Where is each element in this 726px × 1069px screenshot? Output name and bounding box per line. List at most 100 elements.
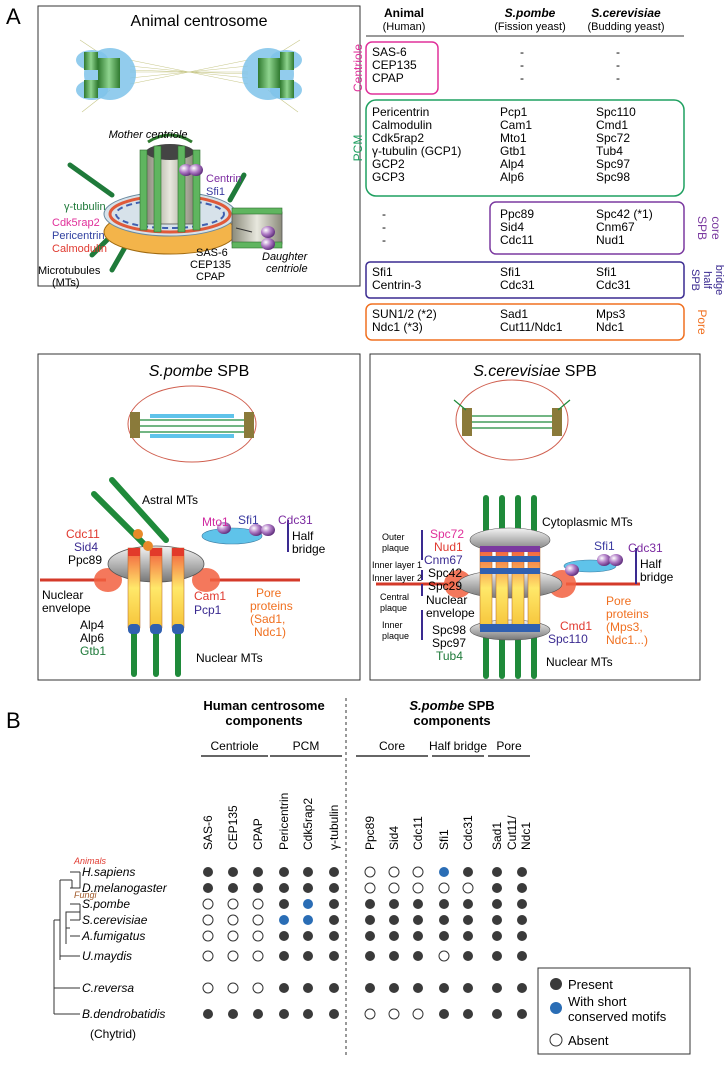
pcm-row-2-col-2: Spc72 — [596, 131, 630, 145]
presence-dot-2-7 — [389, 899, 399, 909]
presence-dot-3-3 — [279, 915, 289, 925]
pcm-row-0-col-2: Spc110 — [596, 105, 636, 119]
pombe-sfi1-label: Sfi1 — [238, 513, 259, 527]
legend: Present With short conserved motifs Abse… — [537, 967, 691, 1055]
presence-dot-6-3 — [279, 983, 289, 993]
pombe-gtb1-label: Gtb1 — [80, 644, 106, 658]
column-header-5: γ-tubulin — [327, 805, 341, 850]
column-header-1: CEP135 — [226, 805, 240, 850]
core-row-1-col-1: Sid4 — [500, 220, 524, 234]
species-labels: H.sapiensD.melanogasterS.pombeS.cerevisi… — [81, 865, 168, 1021]
cerevisiae-spc72-label: Spc72 — [430, 527, 464, 541]
presence-dot-1-11 — [492, 883, 502, 893]
centriole-row-0-col-0: SAS-6 — [372, 45, 407, 59]
presence-dot-7-7 — [388, 1008, 400, 1020]
pombe-alp4-label: Alp4 — [80, 618, 104, 632]
column-header-3: Pericentrin — [277, 793, 291, 850]
sas6-label: SAS-6 — [196, 247, 228, 259]
header-pombe-sub: (Fission yeast) — [494, 21, 566, 33]
group-label-4: Pore — [496, 739, 522, 753]
group-label-3: Half bridge — [429, 739, 487, 753]
presence-dot-4-0 — [202, 930, 214, 942]
presence-dot-4-10 — [463, 931, 473, 941]
pombe-components-title-2: components — [413, 713, 490, 728]
pore-group-label: Pore — [695, 309, 709, 335]
cerevisiae-ne-label-1: Nuclear — [426, 593, 467, 607]
core-group-label-2: core — [709, 216, 723, 240]
presence-dot-3-1 — [227, 914, 239, 926]
cerevisiae-cyto-label: Cytoplasmic MTs — [542, 515, 633, 529]
header-animal-sub: (Human) — [383, 21, 426, 33]
presence-dot-5-10 — [463, 951, 473, 961]
presence-dot-5-6 — [365, 951, 375, 961]
centriole-row-2-col-2: - — [616, 71, 620, 85]
column-header-10: Cdc31 — [461, 815, 475, 850]
pombe-nuclear-mts-label: Nuclear MTs — [196, 651, 263, 665]
clade-animals-label: Animals — [73, 856, 107, 866]
presence-dot-7-3 — [279, 1009, 289, 1019]
cerevisiae-nuclear-mts-label: Nuclear MTs — [546, 655, 613, 669]
pcm-row-5-col-1: Alp6 — [500, 170, 524, 184]
presence-dot-6-7 — [389, 983, 399, 993]
presence-dot-1-1 — [228, 883, 238, 893]
presence-dot-0-6 — [364, 866, 376, 878]
microtubules-label-2: (MTs) — [52, 277, 80, 289]
centriole-rows: SAS-6--CEP135--CPAP-- — [372, 45, 620, 85]
header-cerevisiae-sub: (Budding yeast) — [587, 21, 664, 33]
species-label-1: D.melanogaster — [82, 881, 168, 895]
pcm-row-2-col-1: Mto1 — [500, 131, 527, 145]
centriole-row-0-col-1: - — [520, 45, 524, 59]
core-group-box — [489, 201, 685, 255]
presence-dot-3-6 — [365, 915, 375, 925]
presence-dot-3-10 — [463, 915, 473, 925]
cerevisiae-spb-illustration — [376, 495, 640, 679]
cerevisiae-innerp-label-2: plaque — [382, 631, 409, 641]
animal-centrosome-title: Animal centrosome — [131, 13, 268, 30]
pcm-row-4-col-0: GCP2 — [372, 157, 405, 171]
legend-absent-label: Absent — [568, 1033, 609, 1048]
presence-dot-0-11 — [492, 867, 502, 877]
presence-dot-0-1 — [228, 867, 238, 877]
column-header-6: Ppc89 — [363, 816, 377, 850]
centriole-row-2-col-1: - — [520, 71, 524, 85]
phylogenetic-tree — [53, 871, 81, 1015]
presence-dot-3-0 — [202, 914, 214, 926]
presence-dot-6-5 — [329, 983, 339, 993]
core-row-0-col-2: Spc42 (*1) — [596, 207, 653, 221]
column-header-7: Sid4 — [387, 826, 401, 850]
pcm-row-1-col-2: Cmd1 — [596, 118, 628, 132]
cerevisiae-pore-label-1: Pore — [606, 594, 632, 608]
presence-matrix — [202, 866, 527, 1020]
cerevisiae-central-label-1: Central — [380, 592, 409, 602]
presence-dot-6-8 — [413, 983, 423, 993]
cerevisiae-spc42-label: Spc42 — [428, 566, 462, 580]
cerevisiae-spc97-label: Spc97 — [432, 636, 466, 650]
pore-row-1-col-0: Ndc1 (*3) — [372, 320, 423, 334]
cerevisiae-spc110-label: Spc110 — [548, 632, 588, 646]
presence-dot-4-1 — [227, 930, 239, 942]
presence-dot-2-1 — [227, 898, 239, 910]
presence-dot-7-8 — [412, 1008, 424, 1020]
pcm-row-3-col-2: Tub4 — [596, 144, 623, 158]
presence-dot-2-3 — [279, 899, 289, 909]
pore-row-1-col-1: Cut11/Ndc1 — [500, 320, 563, 334]
pcm-row-2-col-0: Cdk5rap2 — [372, 131, 424, 145]
pcm-row-0-col-0: Pericentrin — [372, 105, 429, 119]
pcm-row-5-col-0: GCP3 — [372, 170, 405, 184]
column-header-8: Cdc11 — [411, 816, 425, 850]
species-label-4: A.fumigatus — [81, 929, 145, 943]
pombe-cam1-label: Cam1 — [194, 589, 226, 603]
presence-dot-4-4 — [303, 931, 313, 941]
pericentrin-label: Pericentrin — [52, 230, 105, 242]
pombe-components-title-1: S.pombe SPB — [409, 698, 494, 713]
header-animal: Animal — [384, 6, 424, 20]
pombe-pcp1-label: Pcp1 — [194, 603, 222, 617]
presence-dot-2-0 — [202, 898, 214, 910]
presence-dot-6-6 — [365, 983, 375, 993]
pombe-mto1-label: Mto1 — [202, 515, 229, 529]
presence-dot-5-11 — [492, 951, 502, 961]
presence-dot-4-3 — [279, 931, 289, 941]
legend-short-marker — [550, 1002, 562, 1014]
pore-row-0-col-1: Sad1 — [500, 307, 528, 321]
